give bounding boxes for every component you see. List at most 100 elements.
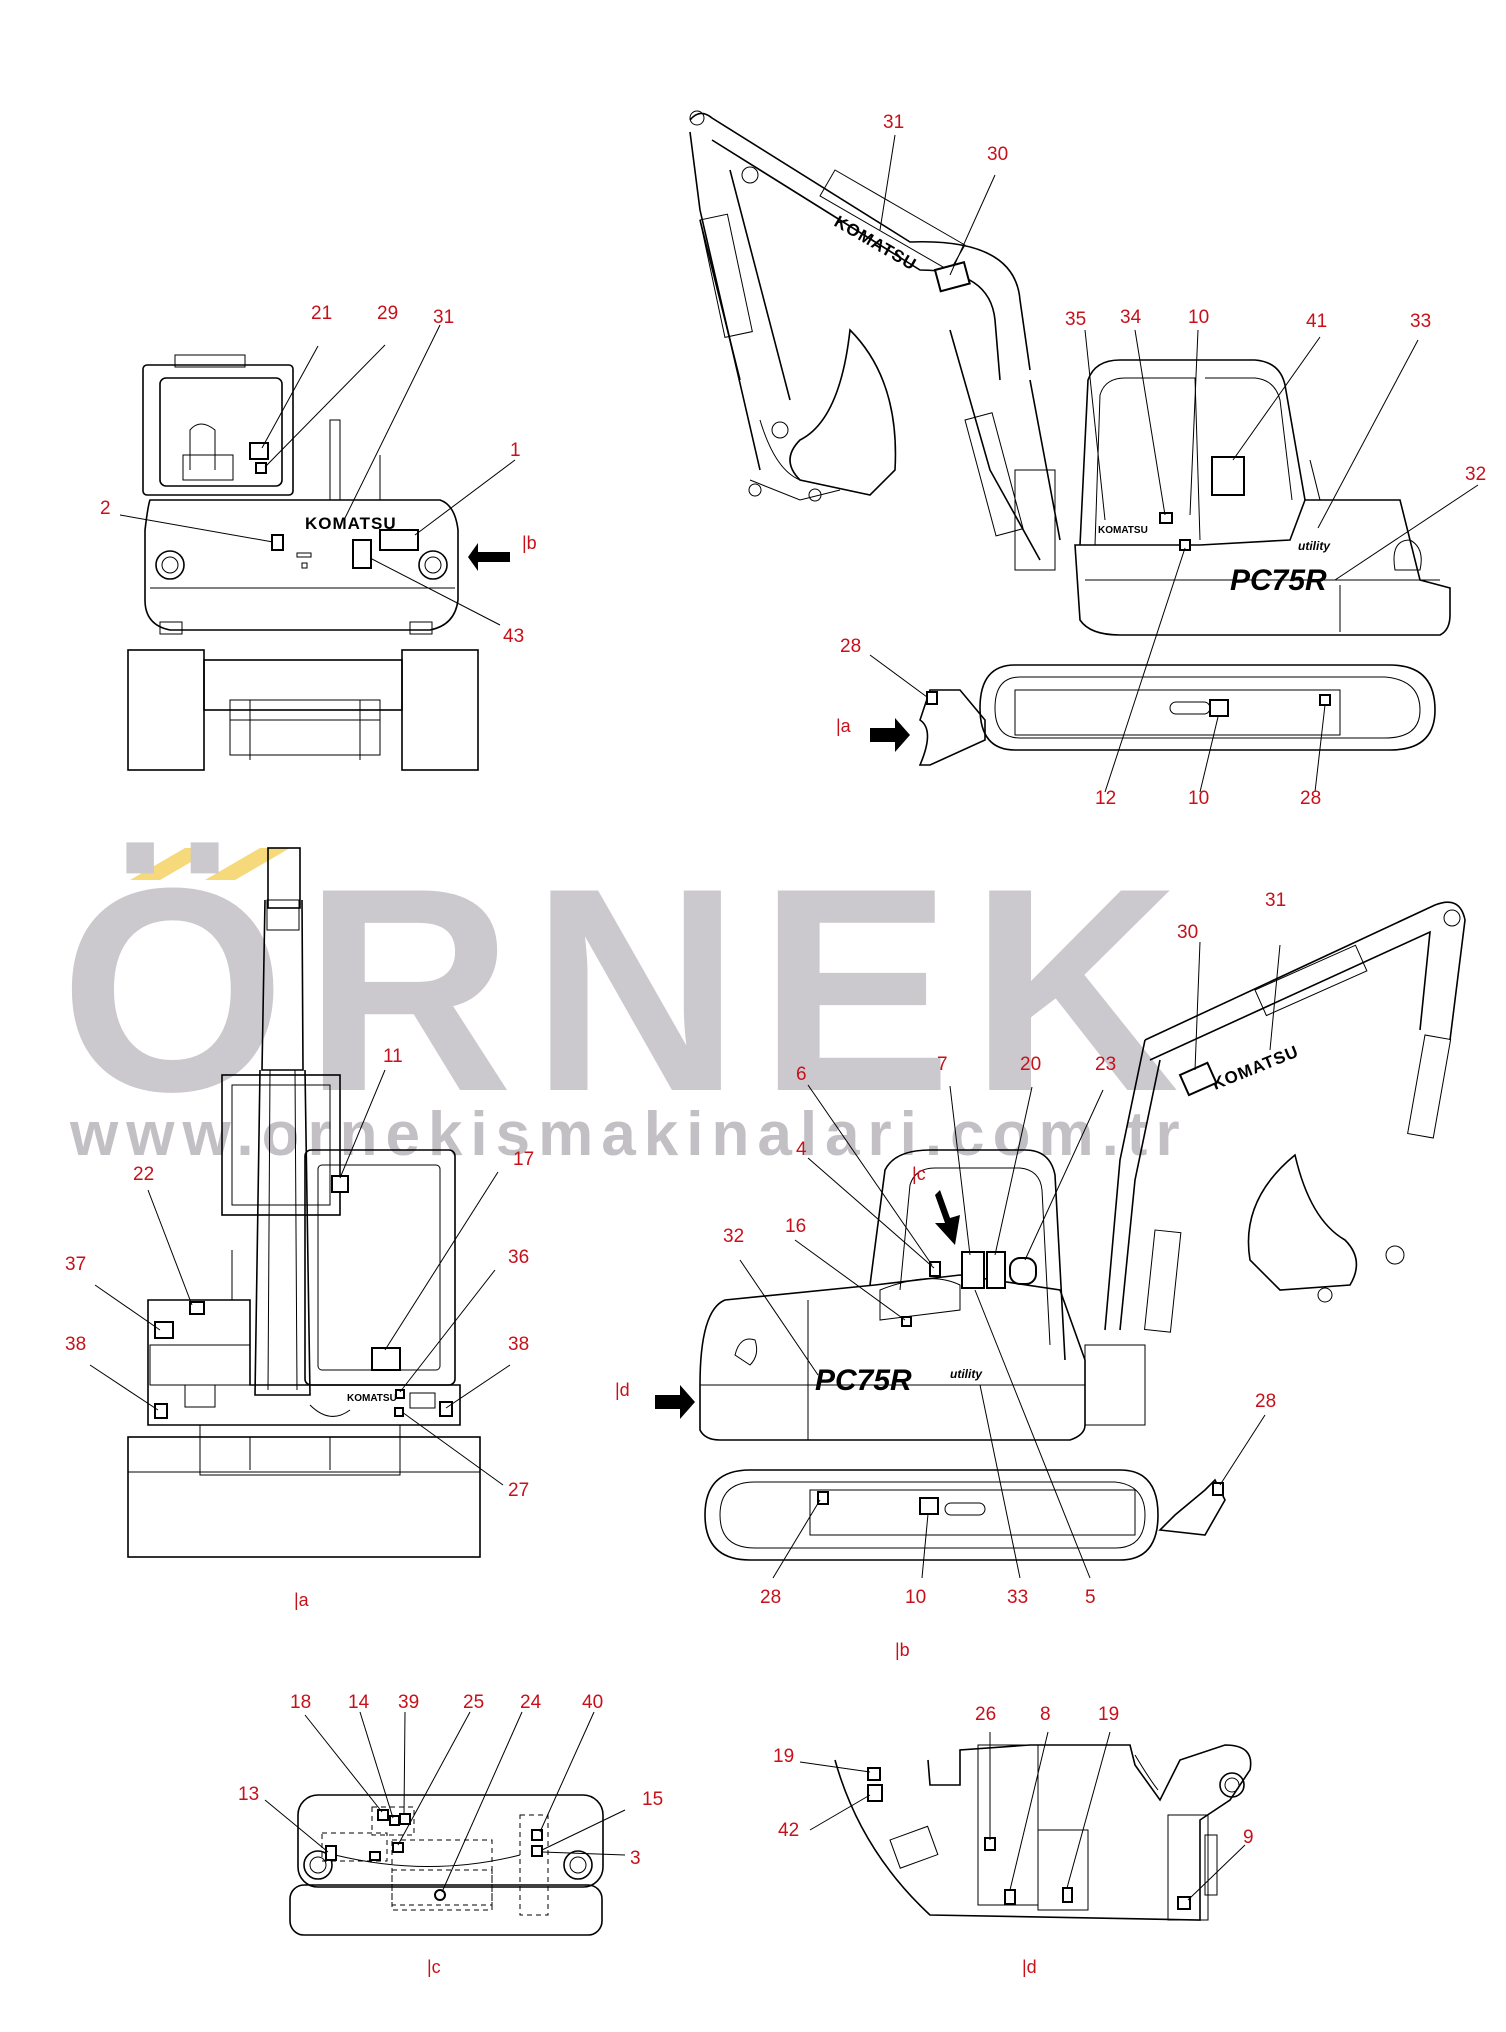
side-bottom-callout-4: 4 (796, 1139, 807, 1160)
detail-c-callout-24: 24 (520, 1692, 542, 1713)
side-top-callout-31: 31 (883, 112, 904, 133)
side-bottom-badge: utility (950, 1367, 983, 1381)
side-bottom-callout-30: 30 (1177, 922, 1198, 943)
side-top-callout-34: 34 (1120, 307, 1142, 328)
detail-d-decal-42 (867, 1784, 883, 1802)
detail-c-decal-15 (531, 1845, 543, 1857)
rear-decal-38a (154, 1403, 168, 1419)
side-top-decal-41 (1211, 456, 1245, 496)
side-top-callout-35: 35 (1065, 309, 1086, 330)
front-decal-43 (352, 539, 372, 569)
side-top-brand-logo: KOMATSU (831, 212, 920, 274)
detail-c-callout-13: 13 (238, 1784, 259, 1805)
front-callout-43: 43 (503, 626, 524, 647)
side-top-callout-12: 12 (1095, 788, 1116, 809)
rear-callout-38a: 38 (65, 1334, 86, 1355)
detail-d-view-ref: |d (1022, 1957, 1037, 1977)
detail-d-callout-19a: 19 (773, 1746, 794, 1767)
rear-callout-11: 11 (383, 1046, 403, 1067)
side-bottom-callout-10: 10 (905, 1587, 926, 1608)
rear-decal-36 (395, 1389, 405, 1399)
side-view-top: KOMATSU PC75R utility KOMATSU 31 30 35 3… (689, 110, 1486, 809)
rear-decal-17 (371, 1347, 401, 1371)
front-brand-logo: KOMATSU (305, 514, 397, 533)
front-view-arrow (468, 543, 510, 571)
detail-c-callout-25: 25 (463, 1692, 484, 1713)
detail-d-callout-26: 26 (975, 1704, 996, 1725)
side-bottom-callout-16: 16 (785, 1216, 806, 1237)
front-decal-2 (271, 534, 284, 551)
side-bottom-callout-32: 32 (723, 1226, 744, 1247)
side-bottom-decal-10 (919, 1497, 939, 1515)
front-decal-1 (379, 529, 419, 551)
side-top-callout-32: 32 (1465, 464, 1486, 485)
front-decal-21 (249, 442, 269, 460)
rear-view: KOMATSU 11 22 17 36 37 38 38 27 |a (65, 847, 534, 1610)
rear-decal-27 (394, 1407, 404, 1417)
side-top-callout-10b: 10 (1188, 788, 1209, 809)
detail-d-decal-19a (867, 1767, 881, 1781)
detail-c-decal-18 (377, 1809, 389, 1821)
rear-decal-11 (331, 1175, 349, 1193)
side-bottom-callout-6: 6 (796, 1064, 807, 1085)
side-top-callout-30: 30 (987, 144, 1008, 165)
side-bottom-callout-23: 23 (1095, 1054, 1116, 1075)
front-callout-29: 29 (377, 303, 398, 324)
side-top-callout-33: 33 (1410, 311, 1431, 332)
front-callout-2: 2 (100, 498, 111, 519)
side-bottom-view-ref-d: |d (615, 1380, 630, 1400)
side-top-view-ref-a: |a (836, 716, 852, 736)
detail-c-decal-40 (531, 1829, 543, 1841)
side-bottom-view-ref-c: |c (912, 1164, 926, 1184)
side-top-callout-28a: 28 (840, 636, 861, 657)
side-top-decal-34 (1159, 512, 1173, 524)
detail-c-decal-13 (325, 1845, 337, 1861)
side-bottom-decal-16 (901, 1316, 912, 1327)
detail-c: 18 14 39 25 24 40 13 15 3 |c (238, 1692, 663, 1977)
detail-c-callout-18: 18 (290, 1692, 311, 1713)
side-bottom-callout-31: 31 (1265, 890, 1286, 911)
side-top-decal-10 (1209, 699, 1229, 717)
side-top-arrow (870, 718, 910, 752)
side-bottom-decal-30 (1178, 1061, 1218, 1097)
detail-c-callout-15: 15 (642, 1789, 663, 1810)
side-bottom-decal-4 (929, 1261, 941, 1277)
side-top-callout-28b: 28 (1300, 788, 1321, 809)
side-bottom-brand-logo: KOMATSU (1209, 1042, 1301, 1094)
rear-callout-38b: 38 (508, 1334, 529, 1355)
rear-view-ref-a: |a (294, 1590, 310, 1610)
detail-d-decal-19b (1062, 1887, 1073, 1903)
side-top-decal-30 (933, 261, 971, 293)
rear-callout-22: 22 (133, 1164, 154, 1185)
rear-decal-38b (439, 1401, 453, 1417)
front-decal-29 (255, 462, 267, 474)
side-bottom-decal-28a (817, 1491, 829, 1505)
detail-c-decal-3 (434, 1889, 446, 1901)
side-bottom-decal-28b (1212, 1482, 1224, 1496)
side-bottom-model: PC75R (815, 1364, 912, 1397)
detail-d: 26 8 19 19 42 9 |d (773, 1704, 1254, 1977)
side-bottom-arrow-c (935, 1190, 960, 1245)
front-callout-21: 21 (311, 303, 332, 324)
side-bottom-decal-7 (961, 1251, 985, 1289)
detail-d-callout-9: 9 (1243, 1827, 1254, 1848)
side-bottom-callout-7: 7 (937, 1054, 948, 1075)
detail-d-callout-19b: 19 (1098, 1704, 1119, 1725)
side-top-model: PC75R (1230, 564, 1327, 597)
detail-c-callout-3: 3 (630, 1848, 641, 1869)
watermark-url: www.ornekismakinalari.com.tr (69, 1100, 1188, 1169)
rear-callout-27: 27 (508, 1480, 529, 1501)
watermark-accent-left (130, 848, 215, 880)
side-top-cab-brand: KOMATSU (1098, 525, 1148, 536)
side-bottom-decal-23 (1009, 1257, 1037, 1285)
side-bottom-callout-28a: 28 (760, 1587, 781, 1608)
rear-brand-logo: KOMATSU (347, 1393, 397, 1404)
side-bottom-arrow-d (655, 1385, 695, 1419)
side-top-callout-10: 10 (1188, 307, 1209, 328)
side-top-decal-28b (1319, 694, 1331, 706)
side-top-badge: utility (1298, 539, 1331, 553)
side-bottom-callout-20: 20 (1020, 1054, 1041, 1075)
detail-d-decal-8 (1004, 1889, 1016, 1905)
detail-c-decal-14 (389, 1815, 400, 1826)
